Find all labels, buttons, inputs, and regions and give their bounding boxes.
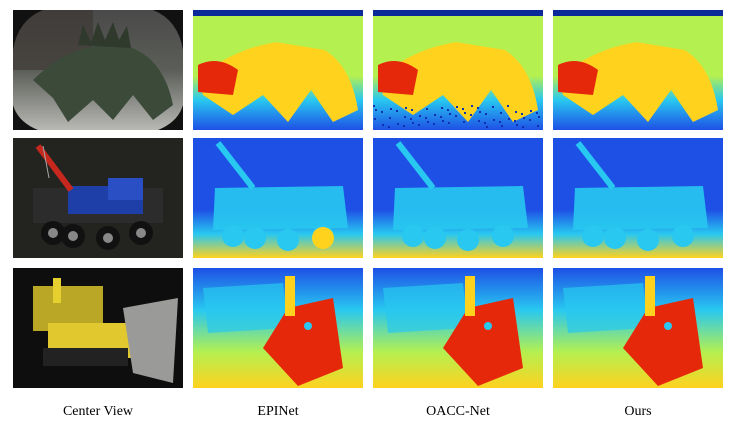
bulldozer-epinet-image [193, 268, 363, 388]
tow-truck-oacc-net-image [373, 138, 543, 258]
caption-ours: Ours [624, 404, 652, 419]
tow-truck-epinet-image [193, 138, 363, 258]
stegosaurus-oacc-net-image [373, 10, 543, 130]
tow-truck-center-view-image [13, 138, 183, 258]
stegosaurus-epinet-image [193, 10, 363, 130]
caption-oacc-net: OACC-Net [426, 404, 490, 419]
stegosaurus-ours-image [553, 10, 723, 130]
bulldozer-ours-image [553, 268, 723, 388]
bulldozer-center-view-image [13, 268, 183, 388]
tow-truck-ours-image [553, 138, 723, 258]
bulldozer-oacc-net-image [373, 268, 543, 388]
stegosaurus-center-view-image [13, 10, 183, 130]
caption-epinet: EPINet [257, 404, 299, 419]
caption-center-view: Center View [62, 404, 134, 419]
